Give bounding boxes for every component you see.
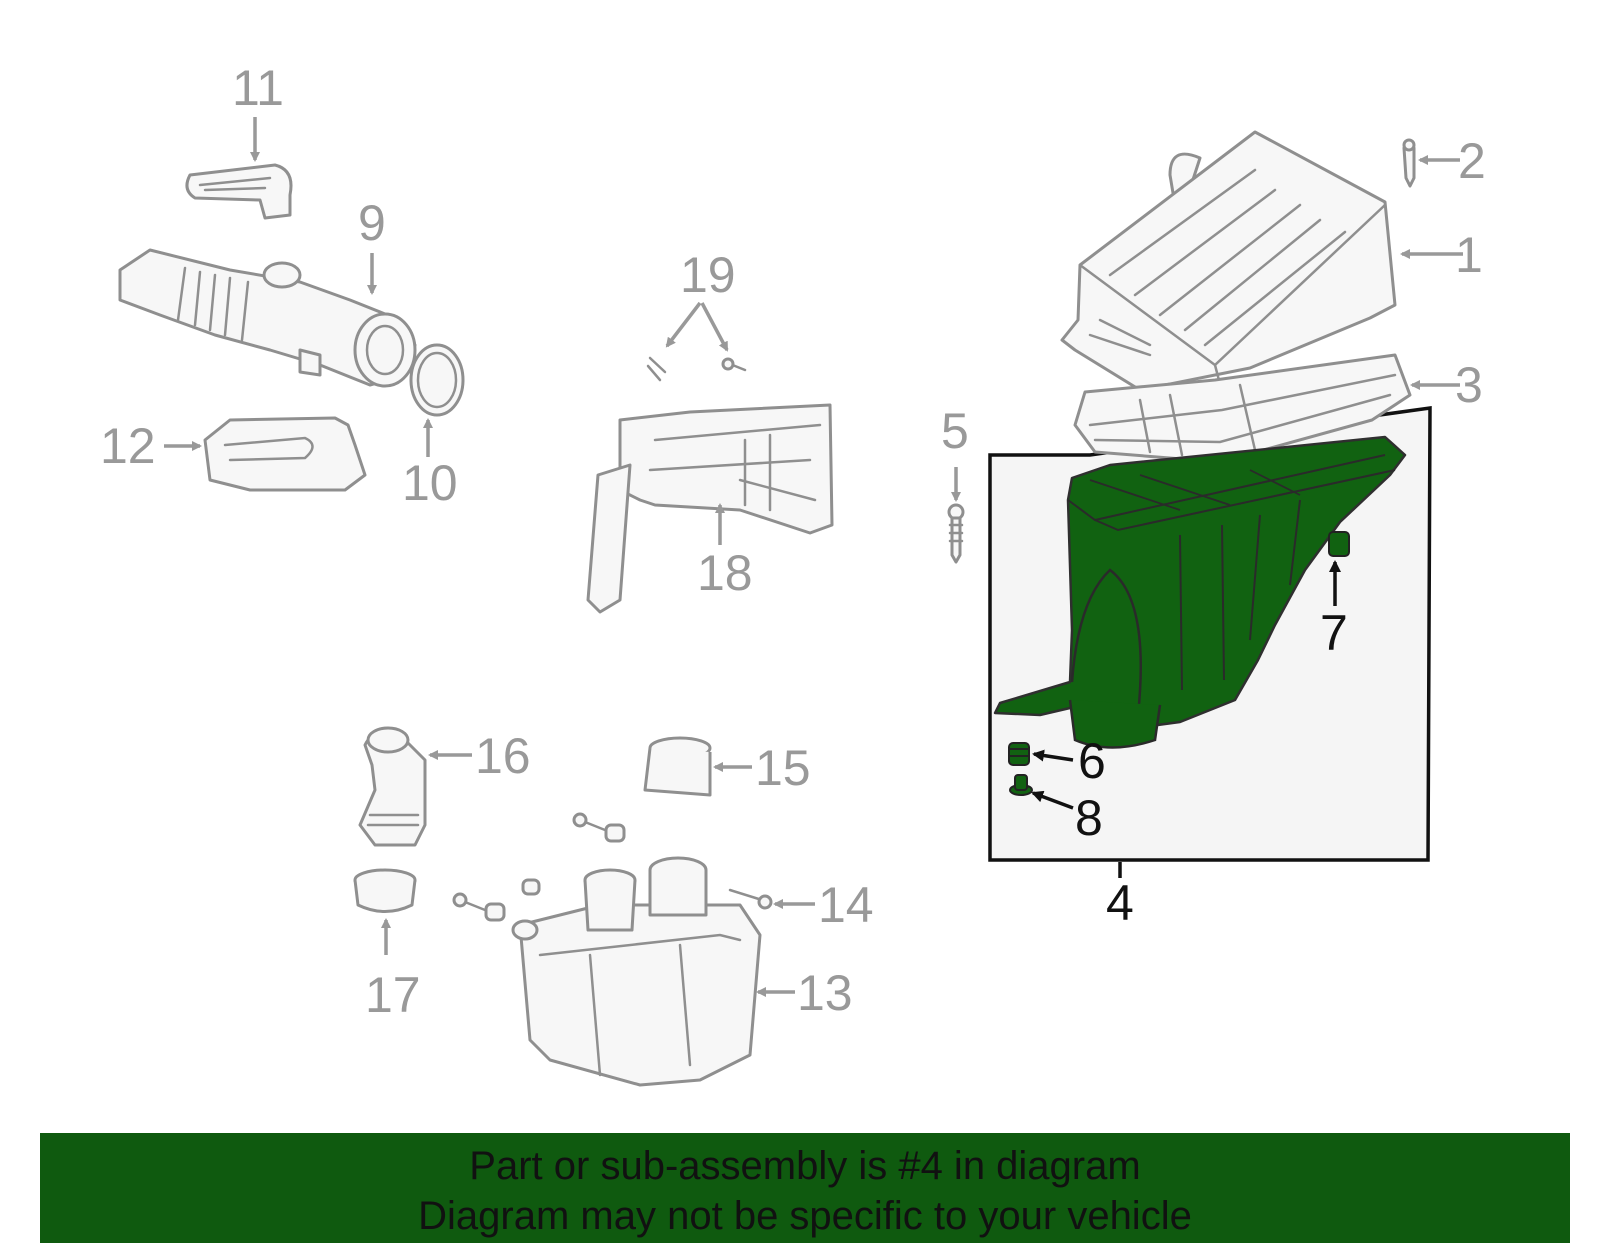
banner-line-1: Part or sub-assembly is #4 in diagram	[469, 1144, 1141, 1188]
part-17-ring	[353, 868, 417, 913]
info-banner: Part or sub-assembly is #4 in diagram Di…	[40, 1133, 1570, 1243]
part-9-intake-tube	[118, 248, 417, 388]
part-11-duct	[185, 163, 293, 220]
callout-18: 18	[697, 545, 753, 601]
callout-5: 5	[941, 403, 969, 459]
part-1-upper-housing	[1060, 130, 1397, 394]
part-3-filter-element	[1073, 353, 1412, 464]
part-14-clip	[728, 888, 773, 910]
parts-diagram: 1 2 3 4 5 6 7 8 9 10 11 12 13 14 15 16 1…	[100, 60, 1486, 1087]
part-7-grommet	[1328, 531, 1350, 557]
part-19-fasteners	[646, 356, 747, 382]
callout-6: 6	[1078, 733, 1106, 789]
part-15-joint	[643, 736, 712, 797]
part-4-lower-housing	[993, 435, 1407, 749]
callout-13: 13	[797, 965, 853, 1021]
part-10-o-ring	[409, 343, 465, 417]
callout-15: 15	[755, 740, 811, 796]
callout-7: 7	[1320, 605, 1348, 661]
part-6-grommet	[1008, 742, 1030, 766]
banner-line-2: Diagram may not be specific to your vehi…	[418, 1194, 1192, 1238]
leader-lines	[164, 117, 1463, 997]
part-5-bolt	[947, 503, 965, 564]
part-2-clip	[1402, 138, 1416, 188]
callout-19: 19	[680, 247, 736, 303]
callout-3: 3	[1455, 357, 1483, 413]
callout-4: 4	[1106, 875, 1134, 931]
callout-2: 2	[1458, 133, 1486, 189]
part-13-resonator	[511, 856, 762, 1087]
part-8-collar	[1009, 774, 1033, 796]
callout-10: 10	[402, 455, 458, 511]
part-12-duct	[203, 416, 367, 492]
callout-9: 9	[358, 195, 386, 251]
callout-16: 16	[475, 728, 531, 784]
part-13-hardware	[452, 812, 626, 922]
callout-17: 17	[365, 967, 421, 1023]
callout-14: 14	[818, 877, 874, 933]
part-16-tube	[358, 726, 427, 847]
callout-12: 12	[100, 418, 156, 474]
callout-11: 11	[232, 60, 284, 116]
part-18-bracket	[586, 403, 834, 614]
callout-labels: 1 2 3 4 5 6 7 8 9 10 11 12 13 14 15 16 1…	[100, 60, 1486, 1023]
callout-8: 8	[1075, 790, 1103, 846]
callout-1: 1	[1455, 227, 1483, 283]
